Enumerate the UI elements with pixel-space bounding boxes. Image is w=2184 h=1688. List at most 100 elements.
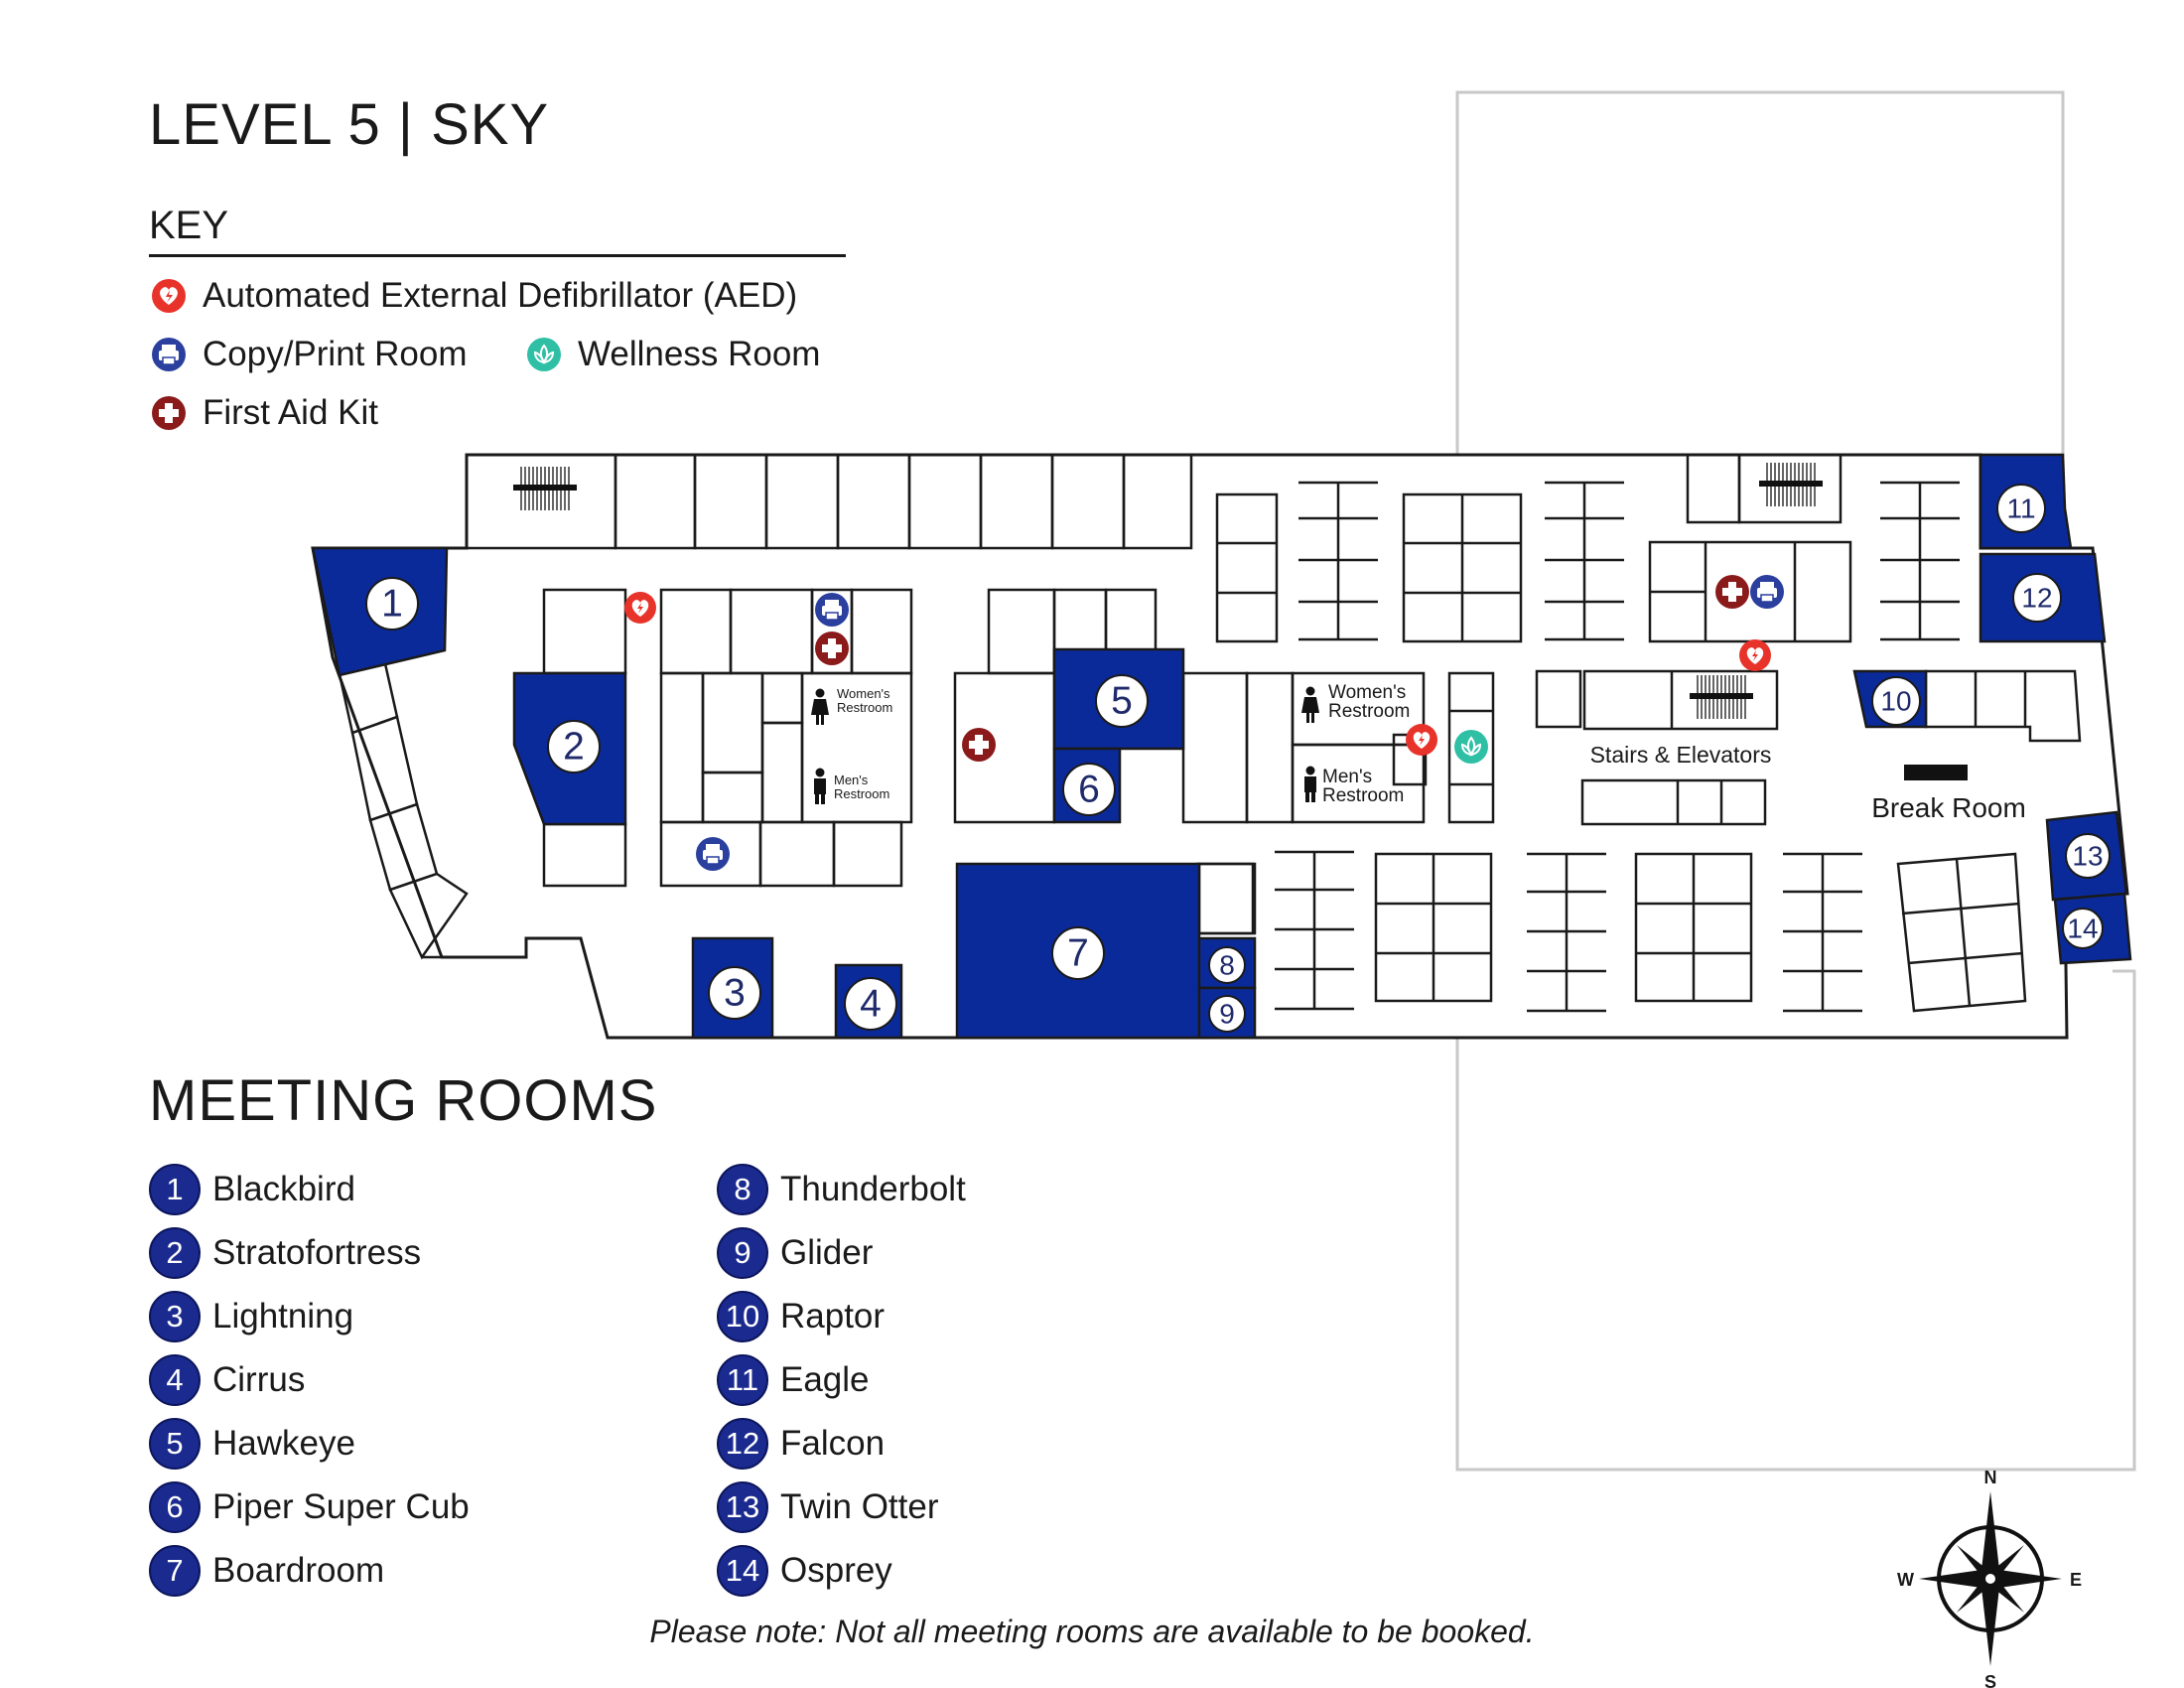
room-number-badge: 3: [149, 1291, 201, 1342]
first-aid-icon: [962, 728, 996, 762]
first-aid-icon: [152, 396, 186, 430]
meeting-room-item: 12 Falcon: [717, 1416, 966, 1472]
key-heading: KEY: [149, 204, 229, 247]
meeting-room-name: Boardroom: [212, 1551, 385, 1590]
compass-s: S: [1984, 1672, 1996, 1688]
wellness-icon: [527, 338, 561, 371]
meeting-room-name: Thunderbolt: [780, 1170, 966, 1208]
mens-restroom-label: Restroom: [1322, 785, 1404, 806]
room-number: 6: [1078, 769, 1100, 811]
meeting-room-item: 13 Twin Otter: [717, 1479, 966, 1535]
meeting-room-item: 5 Hawkeye: [149, 1416, 470, 1472]
room-number-badge: 10: [717, 1291, 768, 1342]
printer-icon: [695, 836, 731, 872]
first-aid-icon: [1715, 575, 1749, 609]
aed-icon: [1739, 639, 1771, 671]
room-number-badge: 13: [717, 1481, 768, 1533]
meeting-room-name: Raptor: [780, 1297, 886, 1336]
meeting-room-name: Hawkeye: [212, 1424, 355, 1463]
mens-restroom-label: Men's: [1322, 767, 1372, 787]
key-item-first-aid: First Aid Kit: [151, 393, 378, 433]
womens-restroom-label: Restroom: [1328, 701, 1410, 722]
break-room-counter: [1904, 765, 1968, 780]
first-aid-icon: [815, 632, 849, 665]
meeting-room-name: Twin Otter: [780, 1487, 939, 1526]
meeting-room-item: 3 Lightning: [149, 1289, 470, 1344]
room-number: 7: [1067, 932, 1089, 975]
printer-icon: [152, 338, 186, 371]
key-label-print: Copy/Print Room: [203, 335, 468, 373]
meeting-room-name: Blackbird: [212, 1170, 355, 1208]
meeting-room-name: Stratofortress: [212, 1233, 422, 1272]
meeting-room-item: 4 Cirrus: [149, 1352, 470, 1408]
room-number-badge: 8: [717, 1164, 768, 1215]
key-label-wellness: Wellness Room: [578, 335, 821, 373]
meeting-room-name: Osprey: [780, 1551, 892, 1590]
aed-icon: [1406, 724, 1437, 756]
meeting-room-item: 2 Stratofortress: [149, 1225, 470, 1281]
meeting-room-item: 7 Boardroom: [149, 1543, 470, 1599]
womens-restroom-label: Women's: [1328, 682, 1406, 703]
compass-w: W: [1897, 1570, 1914, 1590]
room-number-badge: 11: [717, 1354, 768, 1406]
key-item-print: Copy/Print Room: [151, 335, 467, 374]
room-number: 11: [2006, 493, 2035, 524]
room-number-badge: 2: [149, 1227, 201, 1279]
room-number-markers: 1 2 3 4 5 6 7 8 9 10 11 12 13 14: [365, 484, 2111, 1033]
room-number-badge: 7: [149, 1545, 201, 1597]
meeting-room-name: Eagle: [780, 1360, 870, 1399]
key-divider: [149, 254, 846, 257]
womens-restroom-label: Women's: [837, 686, 890, 701]
adjacent-building-north: [1455, 90, 2065, 457]
meeting-rooms-heading: MEETING ROOMS: [149, 1068, 658, 1133]
meeting-room-item: 8 Thunderbolt: [717, 1162, 966, 1217]
room-number: 13: [2072, 841, 2103, 872]
room-number-badge: 12: [717, 1418, 768, 1470]
room-number-badge: 4: [149, 1354, 201, 1406]
room-number-badge: 1: [149, 1164, 201, 1215]
compass-icon: N S E W: [1897, 1468, 2082, 1688]
meeting-room-name: Piper Super Cub: [212, 1487, 470, 1526]
meeting-room-name: Falcon: [780, 1424, 886, 1463]
room-number-badge: 5: [149, 1418, 201, 1470]
meeting-room-item: 1 Blackbird: [149, 1162, 470, 1217]
meeting-room-item: 10 Raptor: [717, 1289, 966, 1344]
room-number: 4: [860, 983, 882, 1026]
key-item-wellness: Wellness Room: [526, 335, 820, 374]
meeting-room-name: Lightning: [212, 1297, 354, 1336]
room-number: 14: [2067, 914, 2098, 944]
room-number: 5: [1111, 680, 1133, 723]
booking-note: Please note: Not all meeting rooms are a…: [649, 1614, 1535, 1649]
room-number: 9: [1219, 999, 1235, 1030]
meeting-room-item: 14 Osprey: [717, 1543, 966, 1599]
room-number: 3: [724, 972, 746, 1015]
room-number-badge: 14: [717, 1545, 768, 1597]
compass-n: N: [1984, 1468, 1997, 1487]
compass-e: E: [2070, 1570, 2082, 1590]
room-number: 12: [2021, 583, 2052, 614]
adjacent-building-south: [1455, 969, 2136, 1472]
aed-icon: [624, 592, 656, 624]
key-label-first-aid: First Aid Kit: [203, 393, 378, 432]
mens-restroom-label: Men's: [834, 773, 869, 787]
break-room-label: Break Room: [1871, 792, 2026, 823]
printer-icon: [1749, 574, 1785, 610]
key-item-aed: Automated External Defibrillator (AED): [151, 276, 797, 316]
aed-icon: [152, 279, 186, 313]
page-title: LEVEL 5 | SKY: [149, 92, 550, 157]
meeting-room-name: Glider: [780, 1233, 874, 1272]
room-number: 8: [1219, 950, 1235, 981]
stairs-elevators-label: Stairs & Elevators: [1590, 742, 1772, 768]
key-label-aed: Automated External Defibrillator (AED): [203, 276, 798, 315]
meeting-room-item: 6 Piper Super Cub: [149, 1479, 470, 1535]
room-number: 1: [381, 583, 403, 626]
meeting-room-item: 11 Eagle: [717, 1352, 966, 1408]
room-number-badge: 6: [149, 1481, 201, 1533]
meeting-room-name: Cirrus: [212, 1360, 306, 1399]
room-number: 10: [1880, 686, 1911, 717]
room-number: 2: [563, 726, 585, 769]
